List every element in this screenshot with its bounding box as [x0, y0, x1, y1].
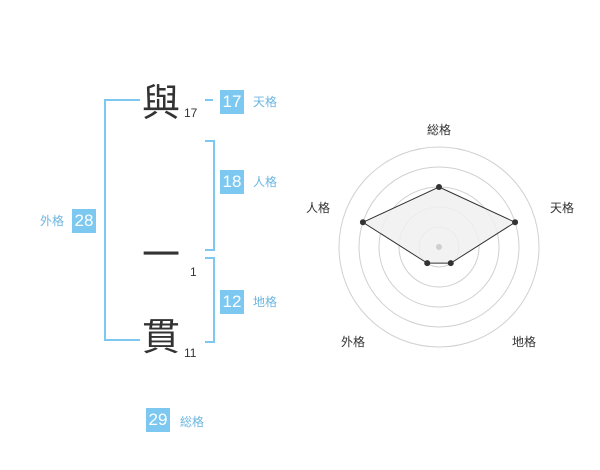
radar-axis-label-jinkaku: 人格	[306, 200, 330, 215]
jinkaku-score-badge: 18	[220, 170, 244, 194]
tenkaku-score-badge: 17	[220, 90, 244, 114]
radar-ring	[338, 146, 540, 348]
jinkaku-bracket	[205, 140, 215, 251]
radar-point	[512, 219, 519, 226]
jinkaku-label: 人格	[253, 175, 278, 189]
radar-point	[447, 260, 454, 267]
chikaku-score-badge: 12	[220, 290, 244, 314]
chikaku-label: 地格	[253, 295, 278, 309]
radar-axis-label-gaikaku: 外格	[341, 334, 365, 349]
name-char-2: 一	[142, 233, 181, 277]
radar-axis-label-tenkaku: 天格	[550, 200, 574, 215]
name-char-3: 貫	[142, 315, 181, 359]
radar-rings	[338, 146, 540, 348]
chikaku-bracket	[205, 257, 215, 343]
radar-axis-label-chikaku: 地格	[512, 334, 536, 349]
radar-axis-label-soukaku: 総格	[427, 122, 451, 137]
name-char-1-strokes: 17	[184, 106, 198, 120]
radar-score-polygon	[361, 186, 517, 264]
radar-point	[359, 219, 366, 226]
radar-ring	[358, 166, 520, 328]
tenkaku-connector	[205, 99, 213, 103]
soukaku-score-badge: 29	[146, 408, 170, 432]
tenkaku-label: 天格	[253, 95, 278, 109]
gaikaku-bracket	[104, 99, 140, 341]
radar-points	[359, 184, 519, 267]
radar-point	[436, 184, 442, 190]
soukaku-label: 総格	[180, 415, 205, 429]
radar-point	[424, 260, 431, 267]
name-char-1: 與	[142, 81, 181, 125]
gaikaku-label: 外格	[40, 214, 65, 228]
radar-center-dot	[436, 244, 442, 250]
gaikaku-score-badge: 28	[72, 209, 96, 233]
name-char-2-strokes: 1	[190, 265, 197, 279]
name-char-3-strokes: 11	[184, 346, 197, 360]
